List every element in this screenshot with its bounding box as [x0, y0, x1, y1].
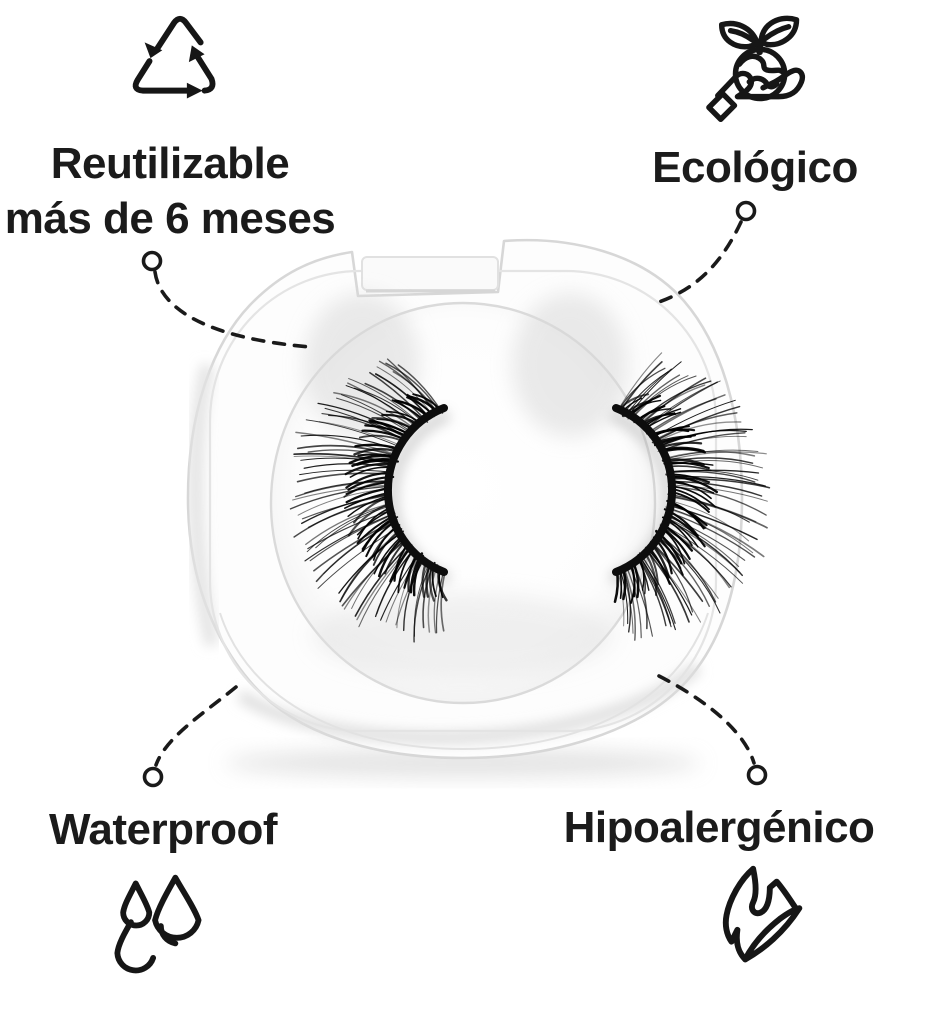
connector-bottom-right	[657, 674, 756, 765]
connector-dot-bottom-right	[746, 764, 768, 786]
connector-top-left	[153, 270, 312, 349]
case-seam	[219, 612, 709, 751]
tray-shading-right	[512, 293, 628, 437]
connector-dot-bottom-left	[142, 766, 164, 788]
hand-holding-earth-icon	[702, 12, 830, 134]
connector-dot-top-left	[141, 250, 163, 272]
feature-title: Reutilizable	[50, 139, 290, 188]
case-shadow	[225, 749, 701, 777]
right-lash-band	[612, 404, 677, 576]
connector-dot-top-right	[735, 200, 757, 222]
connector-top-right	[654, 220, 743, 305]
left-lash-band	[383, 404, 448, 576]
recycle-icon	[121, 8, 239, 128]
leaf-icon	[700, 856, 820, 986]
case-left-shading	[188, 363, 219, 647]
connector-bottom-left	[154, 685, 238, 767]
eyelash-case-image	[186, 238, 771, 777]
water-drops-icon	[99, 864, 215, 988]
feature-title: Hipoalergénico	[563, 803, 875, 852]
feature-label-reusable: Reutilizable más de 6 meses	[5, 136, 336, 247]
feature-subtitle: más de 6 meses	[4, 194, 336, 244]
feature-label-hypoallergenic: Hipoalergénico	[564, 800, 875, 855]
feature-label-ecological: Ecológico	[652, 140, 858, 195]
feature-label-waterproof: Waterproof	[48, 802, 278, 857]
tray-shading-bottom	[313, 593, 613, 677]
feature-title: Ecológico	[652, 143, 858, 192]
feature-title: Waterproof	[48, 805, 278, 854]
